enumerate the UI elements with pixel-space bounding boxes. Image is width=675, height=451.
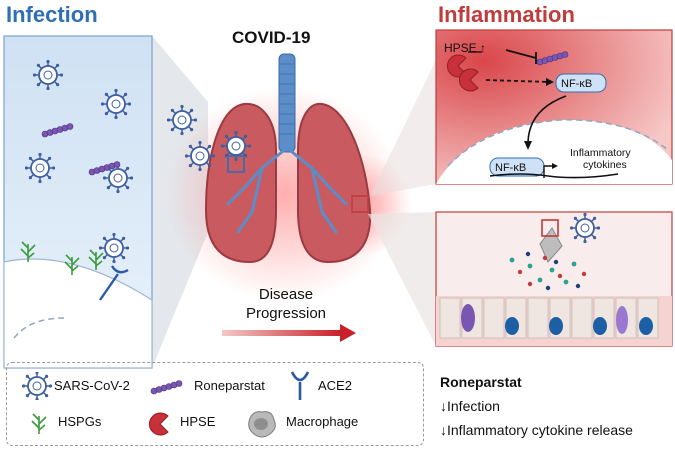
cytokines-label-line2: cytokines: [583, 159, 627, 171]
cytokines-label-line1: Inflammatory: [570, 147, 631, 159]
nfkb-cytoplasm-label: NF-κB: [561, 78, 592, 90]
covid-heading: COVID-19: [232, 28, 311, 47]
nfkb-nucleus-label: NF-κB: [495, 162, 526, 174]
roneparstat-chain-icon: [150, 380, 183, 395]
summary-item-infection: ↓Infection: [440, 398, 500, 414]
inflammation-signaling-panel: [370, 29, 673, 196]
ace2-receptor-icon: [290, 371, 310, 400]
legend-box: [6, 362, 424, 446]
inflammation-heading: Inflammation: [438, 2, 575, 27]
macrophage-icon: [248, 411, 276, 438]
legend-label-macrophage: Macrophage: [286, 414, 359, 429]
hpse-label: HPSE ↑: [444, 41, 486, 55]
progression-label-line2: Progression: [246, 305, 326, 322]
hpse-icon: [148, 412, 169, 436]
legend-label-sars-cov-2: SARS-CoV-2: [54, 378, 130, 393]
summary-item-cytokine: ↓Inflammatory cytokine release: [440, 422, 633, 438]
legend-label-ace2: ACE2: [318, 378, 352, 393]
disease-progression-arrow: [222, 324, 356, 342]
infection-heading: Infection: [6, 2, 98, 27]
legend-label-roneparstat: Roneparstat: [194, 378, 265, 393]
infection-panel: [3, 35, 208, 369]
virus-icon: [22, 372, 52, 400]
progression-label-line1: Disease: [259, 286, 313, 303]
summary-title: Roneparstat: [440, 374, 522, 390]
legend-label-hspgs: HSPGs: [58, 414, 102, 429]
lungs-illustration: [165, 53, 412, 302]
tissue-panel: [368, 211, 673, 347]
hspg-icon: [31, 413, 47, 435]
legend-label-hpse: HPSE: [180, 414, 216, 429]
